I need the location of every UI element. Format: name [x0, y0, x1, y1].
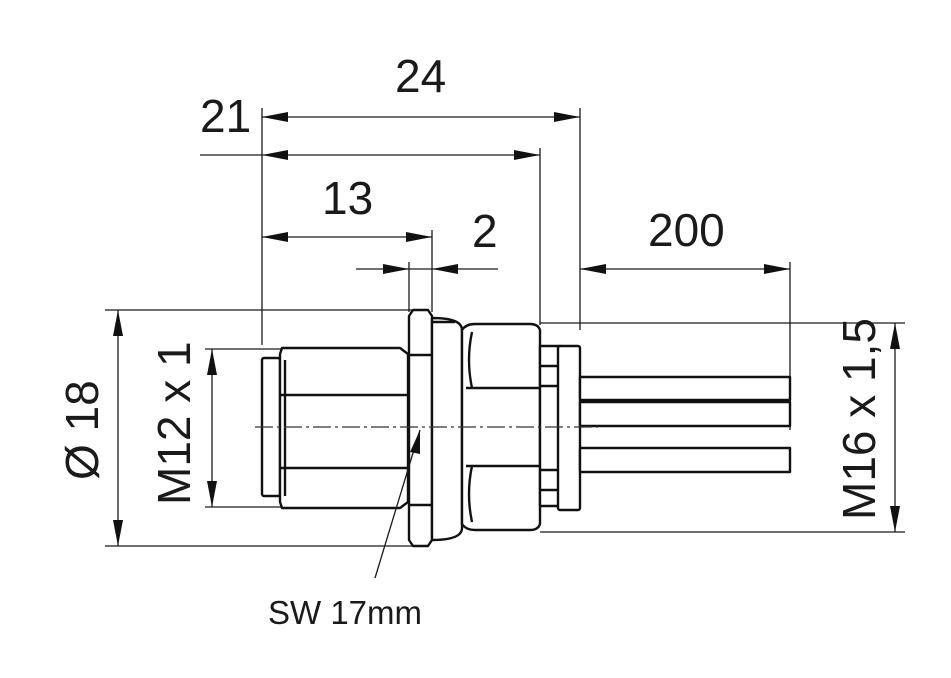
dimension-dia18: Ø 18 [56, 310, 123, 546]
dim-24-label: 24 [395, 50, 446, 102]
extension-lines [105, 108, 905, 547]
dimension-24: 24 [262, 50, 580, 122]
dim-2-label: 2 [472, 205, 498, 257]
dimension-m12: M12 x 1 [148, 341, 217, 507]
dim-m12-label: M12 x 1 [148, 341, 200, 505]
dim-200-label: 200 [648, 204, 725, 256]
dim-m16-label: M16 x 1,5 [833, 318, 885, 520]
dimension-21: 21 [200, 90, 540, 160]
dimension-2: 2 [356, 205, 498, 274]
dimension-200: 200 [580, 204, 790, 274]
wrench-size-callout: SW 17mm [268, 429, 422, 631]
dim-13-label: 13 [322, 172, 373, 224]
connector-body [260, 308, 792, 548]
dimension-13: 13 [262, 172, 432, 242]
wrench-size-label: SW 17mm [268, 594, 422, 631]
dim-dia18-label: Ø 18 [56, 380, 108, 480]
dim-21-label: 21 [200, 90, 251, 142]
dimension-m16: M16 x 1,5 [833, 318, 900, 532]
